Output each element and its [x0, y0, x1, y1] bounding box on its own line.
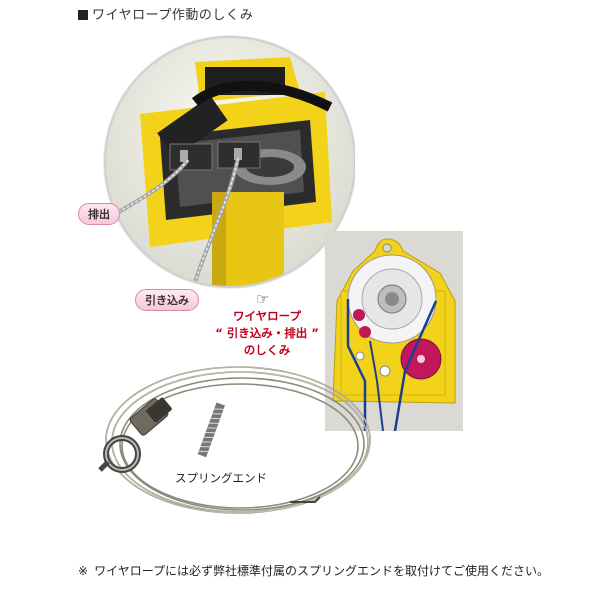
hoist-exit-photo: [103, 35, 355, 289]
footnote-mark: ※: [78, 564, 89, 578]
mechanism-caption-line2: “ 引き込み・排出 ”: [215, 326, 319, 340]
mechanism-caption: ワイヤロープ “ 引き込み・排出 ” のしくみ: [212, 308, 322, 359]
spring-end-label: スプリングエンド: [175, 471, 267, 485]
footnote: ※ ワイヤロープには必ず弊社標準付属のスプリングエンドを取付けてご使用ください。: [78, 562, 568, 580]
pointing-hand-icon: ☞: [256, 290, 270, 308]
in-label: 引き込み: [135, 289, 199, 311]
out-label: 排出: [78, 203, 120, 225]
mechanism-caption-line1: ワイヤロープ: [233, 309, 301, 323]
square-bullet-icon: [78, 10, 88, 20]
section-heading: ワイヤロープ作動のしくみ: [78, 4, 253, 23]
mechanism-caption-line3: のしくみ: [243, 343, 291, 357]
section-heading-text: ワイヤロープ作動のしくみ: [92, 8, 254, 23]
mechanism-diagram: [325, 231, 463, 431]
wire-rope-photo: [98, 366, 371, 514]
footnote-text: ワイヤロープには必ず弊社標準付属のスプリングエンドを取付けてご使用ください。: [94, 564, 549, 578]
